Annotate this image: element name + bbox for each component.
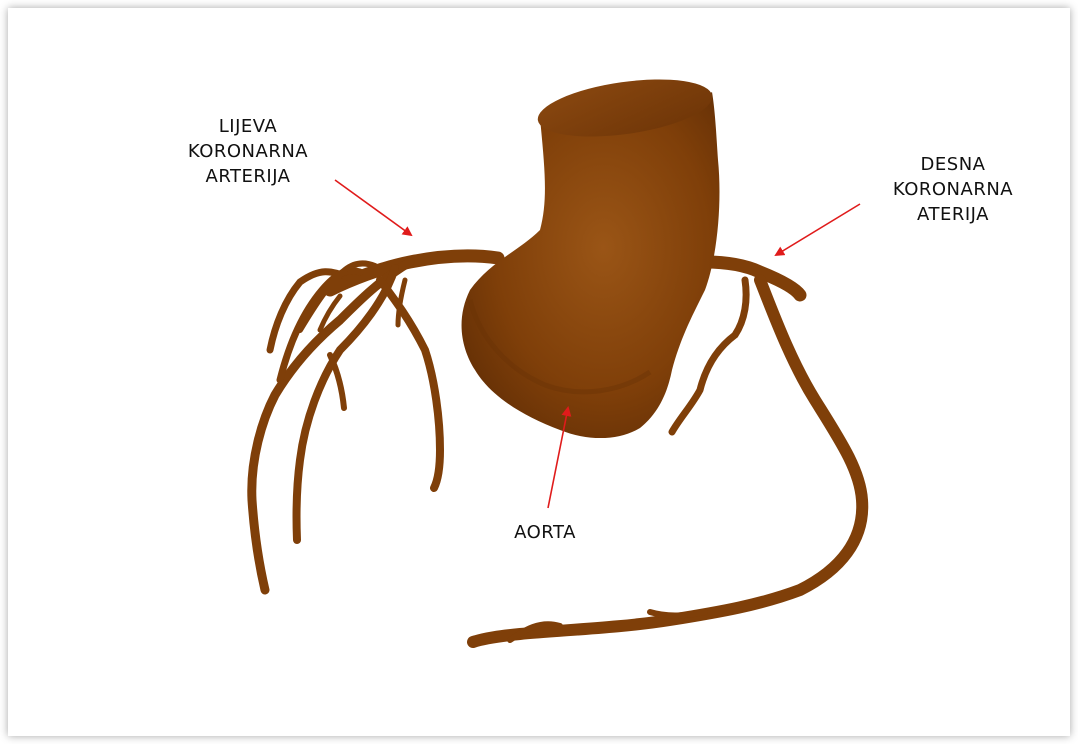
arrow-left-coronary bbox=[335, 180, 411, 235]
left-branch-7 bbox=[330, 355, 344, 408]
label-aorta: AORTA bbox=[490, 520, 600, 545]
right-main-trunk bbox=[705, 262, 800, 295]
right-branch-tip bbox=[650, 612, 705, 615]
label-right-coronary-artery: DESNA KORONARNA ATERIJA bbox=[868, 152, 1038, 227]
arrow-right-coronary bbox=[776, 204, 860, 255]
left-coronary-artery bbox=[252, 256, 498, 590]
label-left-coronary-artery: LIJEVA KORONARNA ARTERIJA bbox=[168, 114, 328, 189]
left-branch-3 bbox=[380, 280, 440, 488]
aorta-body bbox=[462, 92, 720, 438]
